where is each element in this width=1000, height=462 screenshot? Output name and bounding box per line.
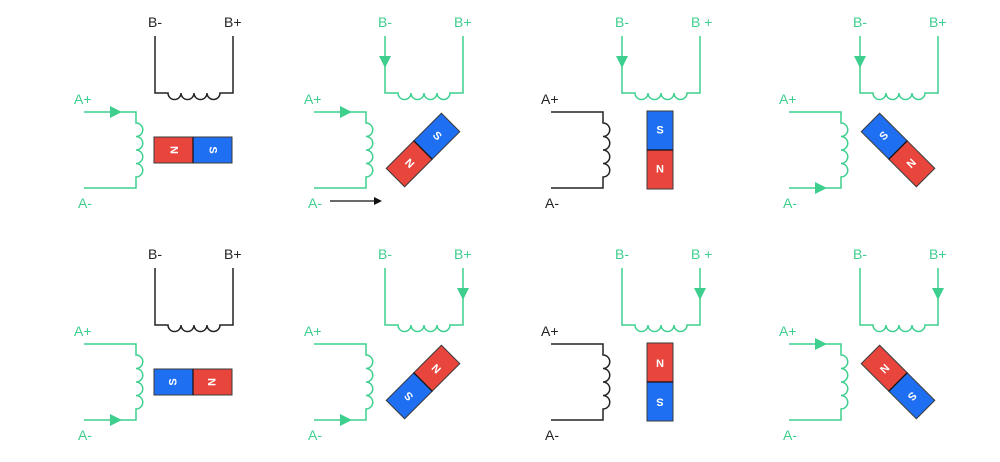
label-b-plus: B+ [224,14,242,30]
label-b-minus: B- [148,246,162,262]
label-b-plus: B+ [929,246,947,262]
magnet-r2c1: NS [153,368,233,396]
magnet-divider [413,140,433,160]
a-minus-arrow-icon [110,414,122,426]
label-b-plus: B+ [929,14,947,30]
panel-r1c4: B- B+ A+ A- NS [779,14,947,211]
label-b-plus: B+ [454,14,472,30]
label-a-plus: A+ [541,91,559,107]
a-plus-arrow-icon [340,106,352,118]
label-a-minus: A- [545,427,559,443]
label-a-plus: A+ [304,323,322,339]
panel-r2c4: B- B+ A+ A- NS [779,246,947,443]
coil-b-r1c3 [621,36,701,101]
magnet-r1c4: NS [860,112,936,188]
magnet-south-label: S [207,146,219,153]
label-b-minus: B- [148,14,162,30]
coil-b-r2c3 [621,268,701,333]
label-a-minus: A- [308,427,322,443]
magnet-north-label: N [168,146,180,154]
label-b-minus: B- [615,246,629,262]
magnet-divider [413,372,433,392]
magnet-r2c4: NS [860,344,936,420]
coil-a-r2c2 [314,343,374,421]
magnet-south-label: S [656,396,663,408]
label-a-minus: A- [783,195,797,211]
a-minus-arrow-icon [340,414,352,426]
magnet-north-pole [192,368,233,396]
label-b-plus: B+ [454,246,472,262]
coil-a-r1c3 [551,111,611,189]
label-a-minus: A- [545,195,559,211]
coil-a-r1c1 [84,111,144,189]
label-b-minus: B- [853,14,867,30]
label-a-plus: A+ [74,91,92,107]
coil-a-r2c1 [84,343,144,421]
label-a-plus: A+ [779,91,797,107]
coil-a-r2c4 [789,343,849,421]
magnet-divider [888,140,908,160]
b-minus-arrow-icon [854,56,866,68]
coil-b-r1c4 [859,36,939,101]
a-plus-arrow-icon [815,338,827,350]
coil-b-r2c4 [859,268,939,333]
a-minus-arrow-icon [815,182,827,194]
panel-r1c3: B-B +A+A-NS [541,14,712,211]
label-b-minus: B- [378,14,392,30]
a-plus-arrow-icon [110,106,122,118]
magnet-north-label: N [656,357,664,369]
panel-r1c2: B- B+ A+ A- NS [304,14,472,211]
coil-a-r1c2 [314,111,374,189]
magnet-south-pole [153,368,194,396]
label-b-plus: B+ [224,246,242,262]
label-a-plus: A+ [304,91,322,107]
label-a-minus: A- [78,195,92,211]
right-arrow-icon [330,197,382,205]
label-b-minus: B- [853,246,867,262]
magnet-r2c3: NS [646,342,674,422]
b-minus-arrow-icon [379,56,391,68]
magnet-divider [888,372,908,392]
magnet-north-label: N [207,378,219,386]
magnet-r2c2: NS [385,344,461,420]
coil-a-r1c4 [789,111,849,189]
panel-r2c3: B-B +A+A-NS [541,246,712,443]
arrow-head [374,197,382,205]
magnet-south-label: S [168,378,180,385]
magnet-north-pole [153,136,194,164]
coil-b-r2c1 [154,268,234,333]
b-minus-arrow-icon [616,56,628,68]
magnet-north-label: N [656,164,664,176]
label-b-plus: B + [691,246,712,262]
label-b-plus: B + [691,14,712,30]
b-plus-arrow-icon [457,288,469,300]
magnet-south-pole [192,136,233,164]
coil-b-r2c2 [384,268,464,333]
label-a-minus: A- [783,427,797,443]
label-a-plus: A+ [74,323,92,339]
label-a-minus: A- [78,427,92,443]
magnet-r1c2: NS [385,112,461,188]
magnet-r1c3: NS [646,110,674,190]
b-plus-arrow-icon [694,288,706,300]
label-b-minus: B- [615,14,629,30]
label-a-minus: A- [308,195,322,211]
magnet-south-label: S [656,125,663,137]
coil-a-r2c3 [551,343,611,421]
coil-b-r1c1 [154,36,234,101]
label-b-minus: B- [378,246,392,262]
coil-b-r1c2 [384,36,464,101]
b-plus-arrow-icon [932,288,944,300]
label-a-plus: A+ [779,323,797,339]
panel-r2c2: B- B+ A+ A- NS [304,246,472,443]
panel-r2c1: B-B+A+A-NS [74,246,242,443]
label-a-plus: A+ [541,323,559,339]
